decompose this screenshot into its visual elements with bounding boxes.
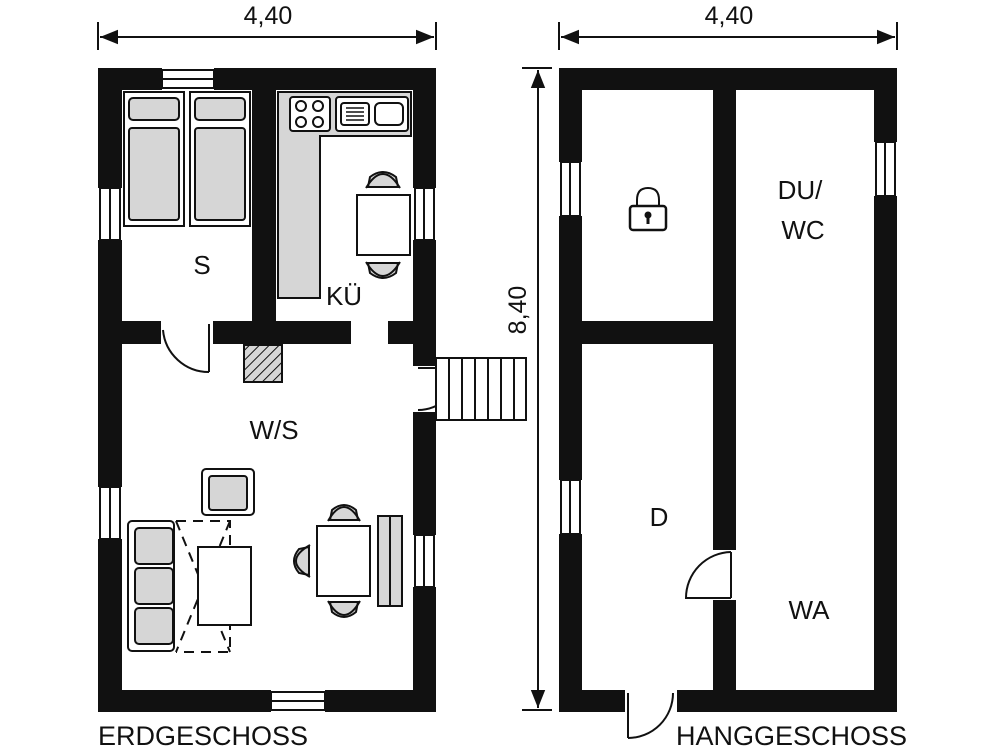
room-label-bedroom: S [193,250,210,280]
wall [874,68,897,712]
window [270,690,326,712]
stairs [435,357,527,421]
room-label-kitchen: KÜ [326,281,362,311]
wall [559,321,736,344]
exterior-door [625,690,677,739]
wall [713,68,736,712]
ground-floor: S KÜ W/S ERDGESCHOSS [98,68,527,750]
bed [123,91,185,227]
bedroom-door [161,321,213,374]
sofa [127,520,231,653]
dimension-left-width: 4,40 [97,2,437,50]
window [874,141,897,197]
room-label-bathroom: DU/ [778,175,824,205]
dimension-label: 4,40 [244,2,293,30]
lower-floor-caption: HANGGESCHOSS [676,721,907,750]
window [98,187,122,241]
dimension-right-width: 4,40 [558,2,898,50]
wall [252,68,276,344]
window [413,534,436,588]
wall [98,68,122,712]
room-label-laundry: WA [789,595,831,625]
window [559,479,582,535]
room-label-shower: D [650,502,669,532]
lower-floor: DU/ WC D WA HANGGESCHOSS [559,68,907,750]
wall [213,321,351,344]
room-label-living: W/S [249,415,298,445]
wall [98,690,436,712]
window [559,161,582,217]
dimension-label: 8,40 [504,286,532,335]
stove-icon [289,96,331,132]
coffee-table [197,546,252,626]
armchair [201,468,255,516]
room-label-bathroom-2: WC [781,215,824,245]
dimension-label: 4,40 [705,2,754,30]
kitchen-table [356,171,411,279]
ground-floor-caption: ERDGESCHOSS [98,721,308,750]
fireplace [243,344,283,383]
bed [189,91,251,227]
window [98,486,122,540]
window [413,187,436,241]
kitchen-counter [277,91,412,299]
interior-door [684,550,736,600]
wall [388,321,436,344]
sink-icon [335,96,409,132]
wall [98,321,161,344]
window [161,68,215,90]
wall [559,68,582,712]
dining-table [293,504,371,618]
bench [377,515,403,607]
lock-icon [628,186,668,232]
dimension-height: 8,40 [504,67,552,711]
